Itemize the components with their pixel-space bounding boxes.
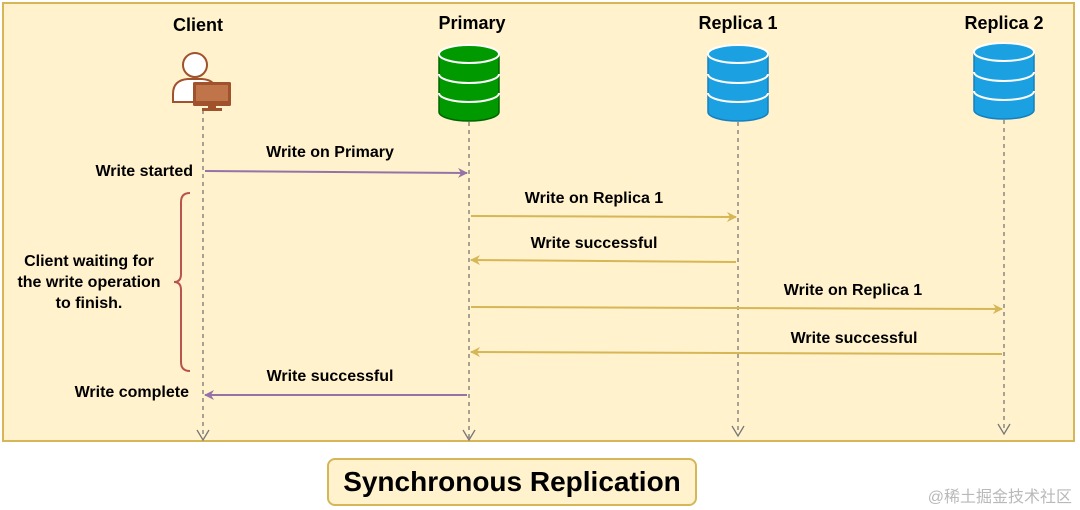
note-line-2: the write operation: [17, 274, 161, 291]
replica2-database-icon: [973, 42, 1035, 120]
label-write-started: Write started: [95, 163, 193, 180]
label-write-on-primary: Write on Primary: [266, 144, 394, 161]
primary-database-icon: [438, 44, 500, 122]
replica2-lane-title: Replica 2: [964, 13, 1044, 33]
arrow-write-on-replica-2: [470, 303, 1003, 314]
note-line-1: Client waiting for: [24, 253, 154, 270]
waiting-brace: [173, 192, 191, 372]
client-user-icon: [172, 52, 231, 111]
arrow-write-successful-r1: [470, 255, 737, 266]
label-write-successful-r2: Write successful: [790, 330, 918, 347]
primary-lane-title: Primary: [438, 13, 506, 33]
label-write-complete: Write complete: [74, 384, 189, 401]
arrow-write-on-primary: [204, 167, 468, 178]
label-write-successful-r1: Write successful: [530, 235, 658, 252]
watermark: @稀土掘金技术社区: [927, 489, 1072, 506]
diagram-title-box: Synchronous Replication: [327, 458, 697, 506]
arrow-write-on-replica-1: [470, 211, 737, 222]
client-waiting-note: Client waiting for the write operation t…: [17, 251, 160, 314]
diagram-title: Synchronous Replication: [343, 466, 681, 497]
replica1-database-icon: [707, 44, 769, 122]
label-write-on-replica-2: Write on Replica 1: [783, 282, 923, 299]
label-write-successful-client: Write successful: [266, 368, 394, 385]
client-lane-title: Client: [172, 15, 224, 35]
label-write-on-replica-1: Write on Replica 1: [524, 190, 664, 207]
arrow-write-successful-r2: [470, 347, 1003, 358]
note-line-3: to finish.: [55, 295, 123, 312]
replica1-lane-title: Replica 1: [698, 13, 778, 33]
